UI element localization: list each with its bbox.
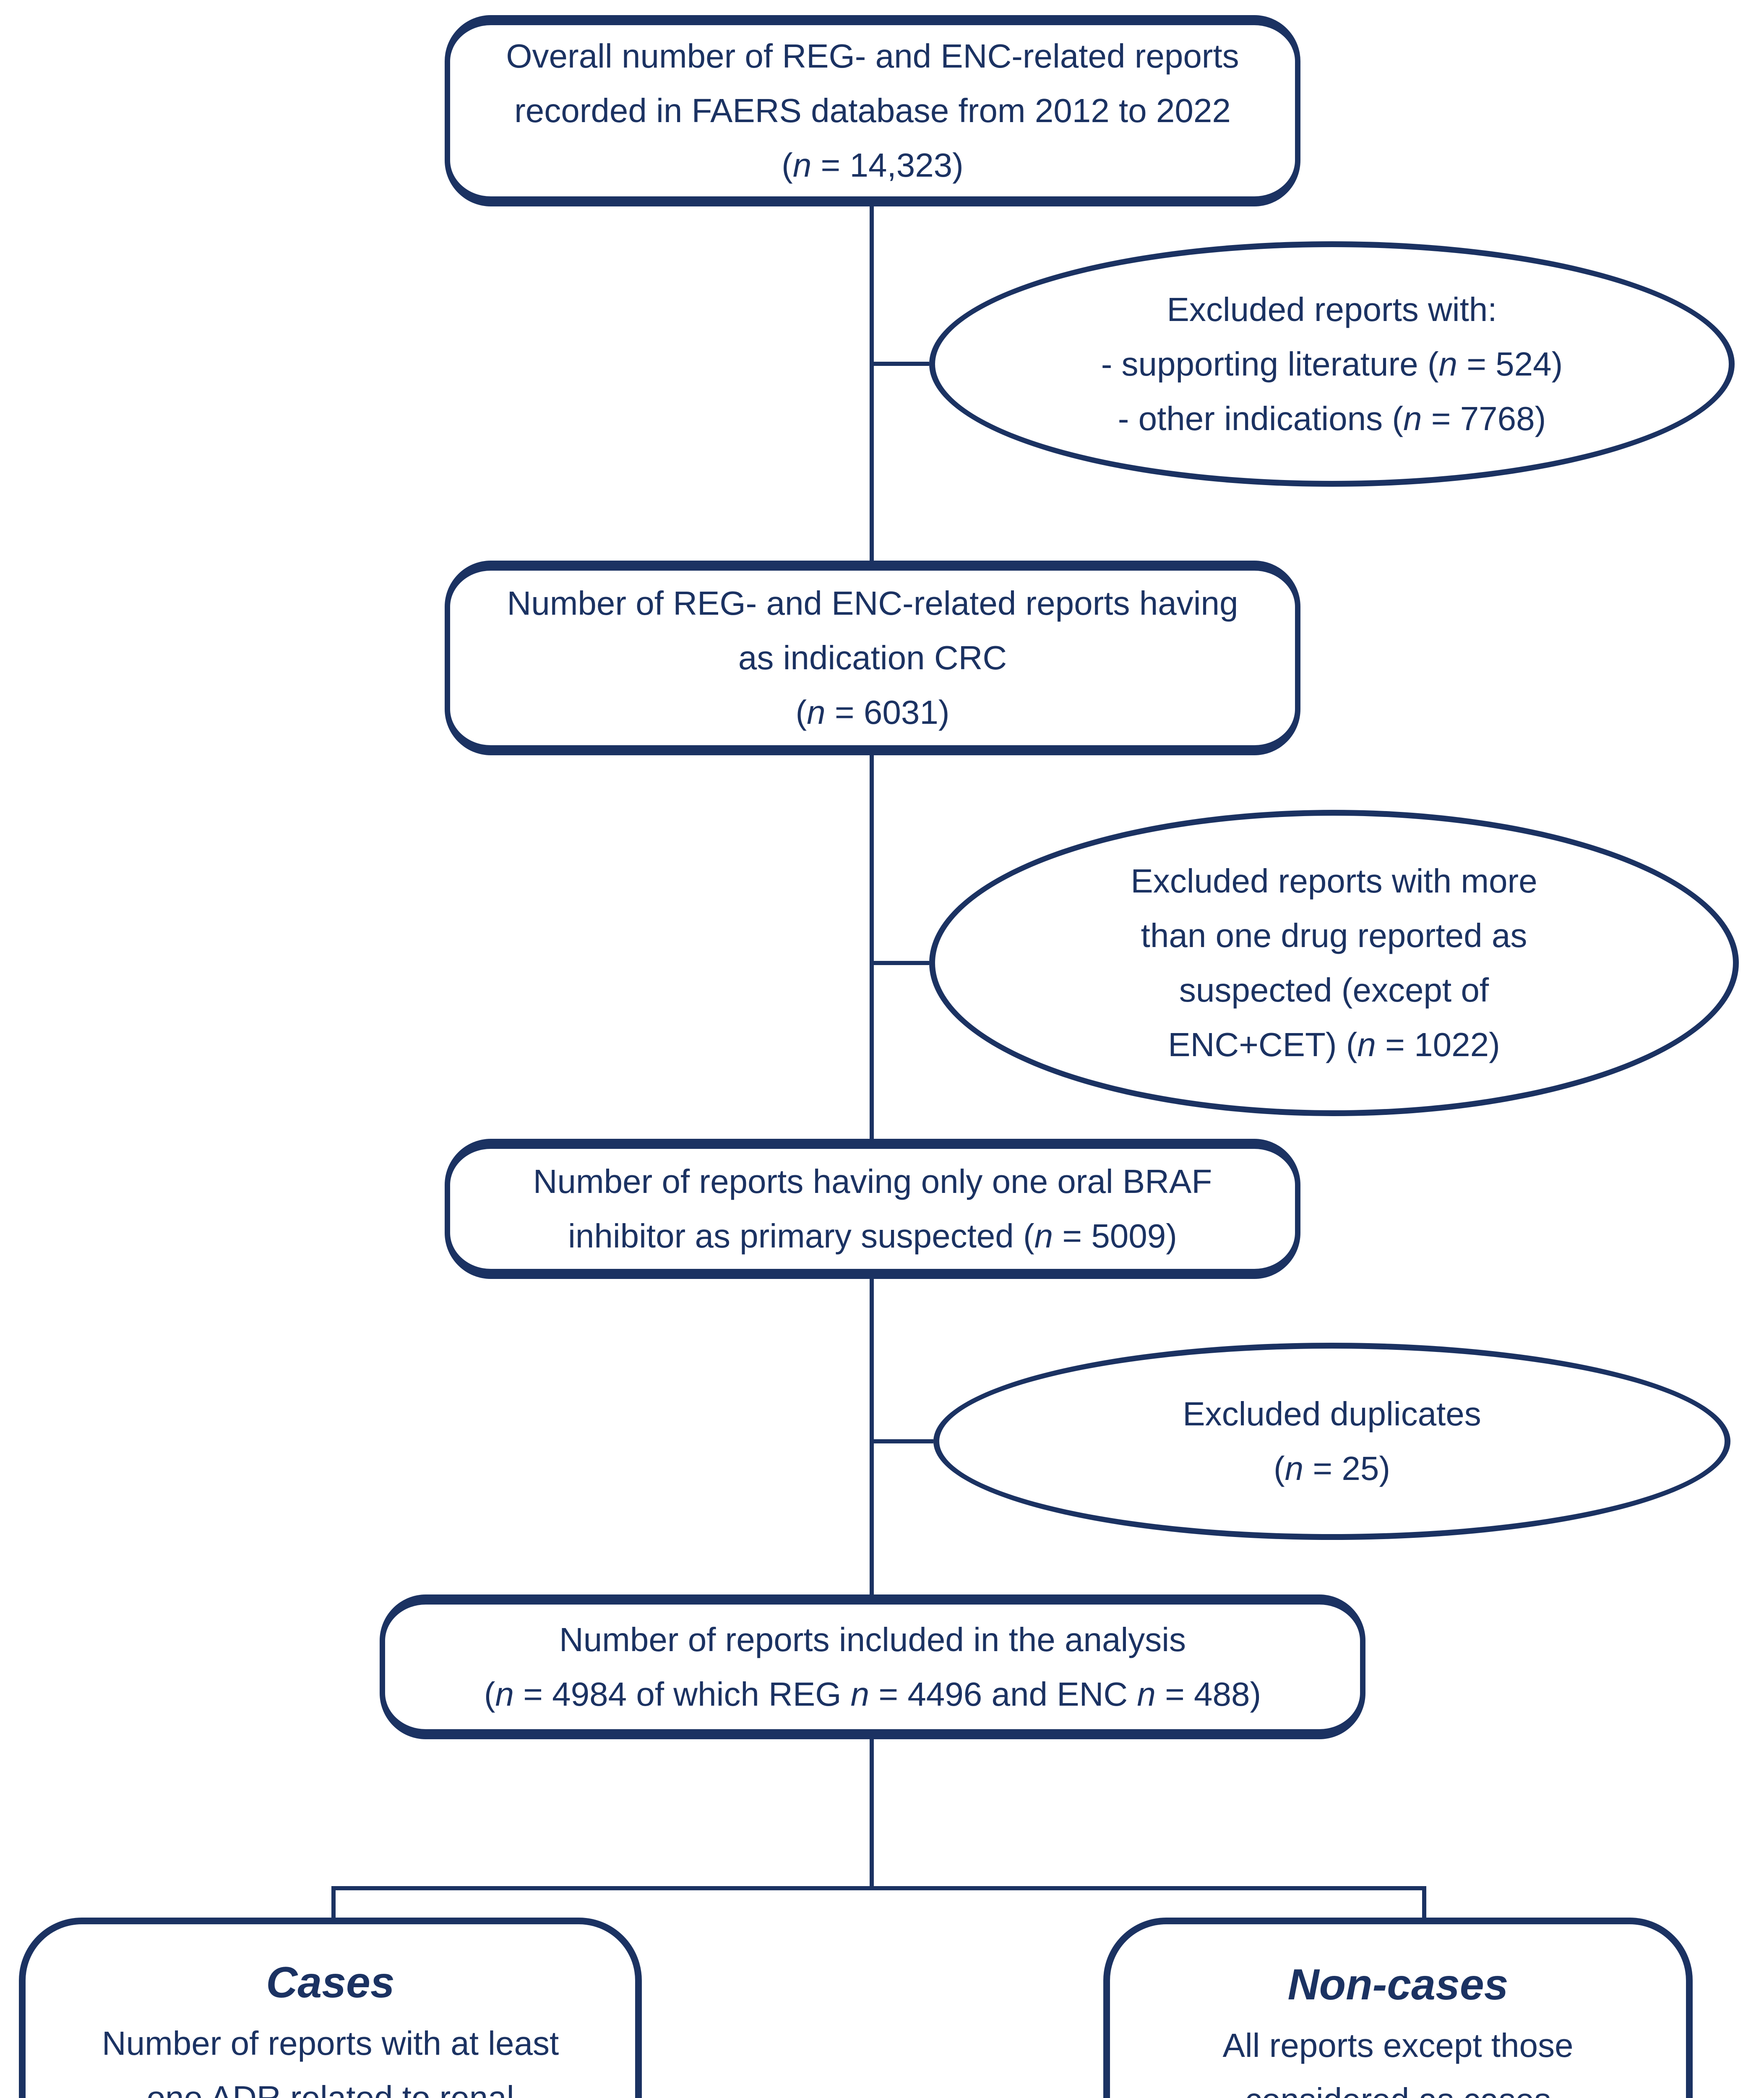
box-braf-inhibitor-primary: Number of reports having only one oral B… xyxy=(445,1139,1300,1279)
box-overall-line: (n = 14,323) xyxy=(782,146,964,184)
ellipse-multidrug-line: suspected (except of xyxy=(1179,971,1489,1009)
ellipse-multidrug-line: than one drug reported as xyxy=(1141,917,1527,954)
box-cases-line: Number of reports with at least xyxy=(102,2025,559,2062)
connector-overall-to-crc xyxy=(870,206,874,561)
box-cases-line: one ADR related to renal xyxy=(146,2079,514,2098)
box-braf-line: inhibitor as primary suspected (n = 5009… xyxy=(568,1217,1177,1255)
connector-branch-excluded-literature xyxy=(872,362,929,366)
box-included-line: Number of reports included in the analys… xyxy=(559,1620,1186,1658)
ellipse-multidrug-line: ENC+CET) (n = 1022) xyxy=(1168,1026,1500,1063)
non-cases-heading: Non-cases xyxy=(1287,1960,1509,2009)
box-overall-reports: Overall number of REG- and ENC-related r… xyxy=(445,15,1300,206)
ellipse-excluded-literature-indications: Excluded reports with: - supporting lite… xyxy=(929,241,1735,487)
connector-split-horizontal xyxy=(331,1886,1426,1890)
ellipse-excluded-multidrug: Excluded reports with more than one drug… xyxy=(929,810,1739,1116)
box-braf-line: Number of reports having only one oral B… xyxy=(533,1163,1212,1200)
box-non-cases-line: considered as cases xyxy=(1245,2073,1551,2098)
connector-included-to-split xyxy=(870,1739,874,1890)
box-included-line: (n = 4984 of which REG n = 4496 and ENC … xyxy=(484,1675,1261,1713)
connector-split-to-non-cases xyxy=(1422,1886,1426,1920)
box-non-cases-line: All reports except those xyxy=(1222,2027,1574,2064)
box-crc-indication: Number of REG- and ENC-related reports h… xyxy=(445,561,1300,755)
connector-braf-to-included xyxy=(870,1279,874,1594)
ellipse-excluded-line: Excluded reports with: xyxy=(1167,290,1497,328)
connector-branch-excluded-duplicates xyxy=(872,1439,933,1443)
box-included-in-analysis: Number of reports included in the analys… xyxy=(380,1594,1365,1739)
connector-branch-excluded-multidrug xyxy=(872,961,929,965)
box-crc-line: Number of REG- and ENC-related reports h… xyxy=(507,585,1238,622)
box-cases: Cases Number of reports with at least on… xyxy=(19,1918,642,2098)
connector-crc-to-braf xyxy=(870,755,874,1139)
ellipse-duplicates-line: (n = 25) xyxy=(1274,1450,1390,1487)
box-overall-line: Overall number of REG- and ENC-related r… xyxy=(506,37,1239,75)
ellipse-excluded-line: - other indications (n = 7768) xyxy=(1118,399,1546,437)
box-overall-line: recorded in FAERS database from 2012 to … xyxy=(514,92,1231,129)
ellipse-multidrug-line: Excluded reports with more xyxy=(1131,862,1537,900)
ellipse-excluded-duplicates: Excluded duplicates (n = 25) xyxy=(933,1343,1730,1540)
box-crc-line: (n = 6031) xyxy=(795,694,950,731)
box-non-cases: Non-cases All reports except those consi… xyxy=(1103,1918,1693,2098)
connector-split-to-cases xyxy=(331,1886,336,1920)
box-crc-line: as indication CRC xyxy=(738,639,1007,676)
cases-heading: Cases xyxy=(266,1958,395,2007)
ellipse-excluded-line: - supporting literature (n = 524) xyxy=(1101,345,1563,383)
ellipse-duplicates-line: Excluded duplicates xyxy=(1183,1395,1481,1433)
